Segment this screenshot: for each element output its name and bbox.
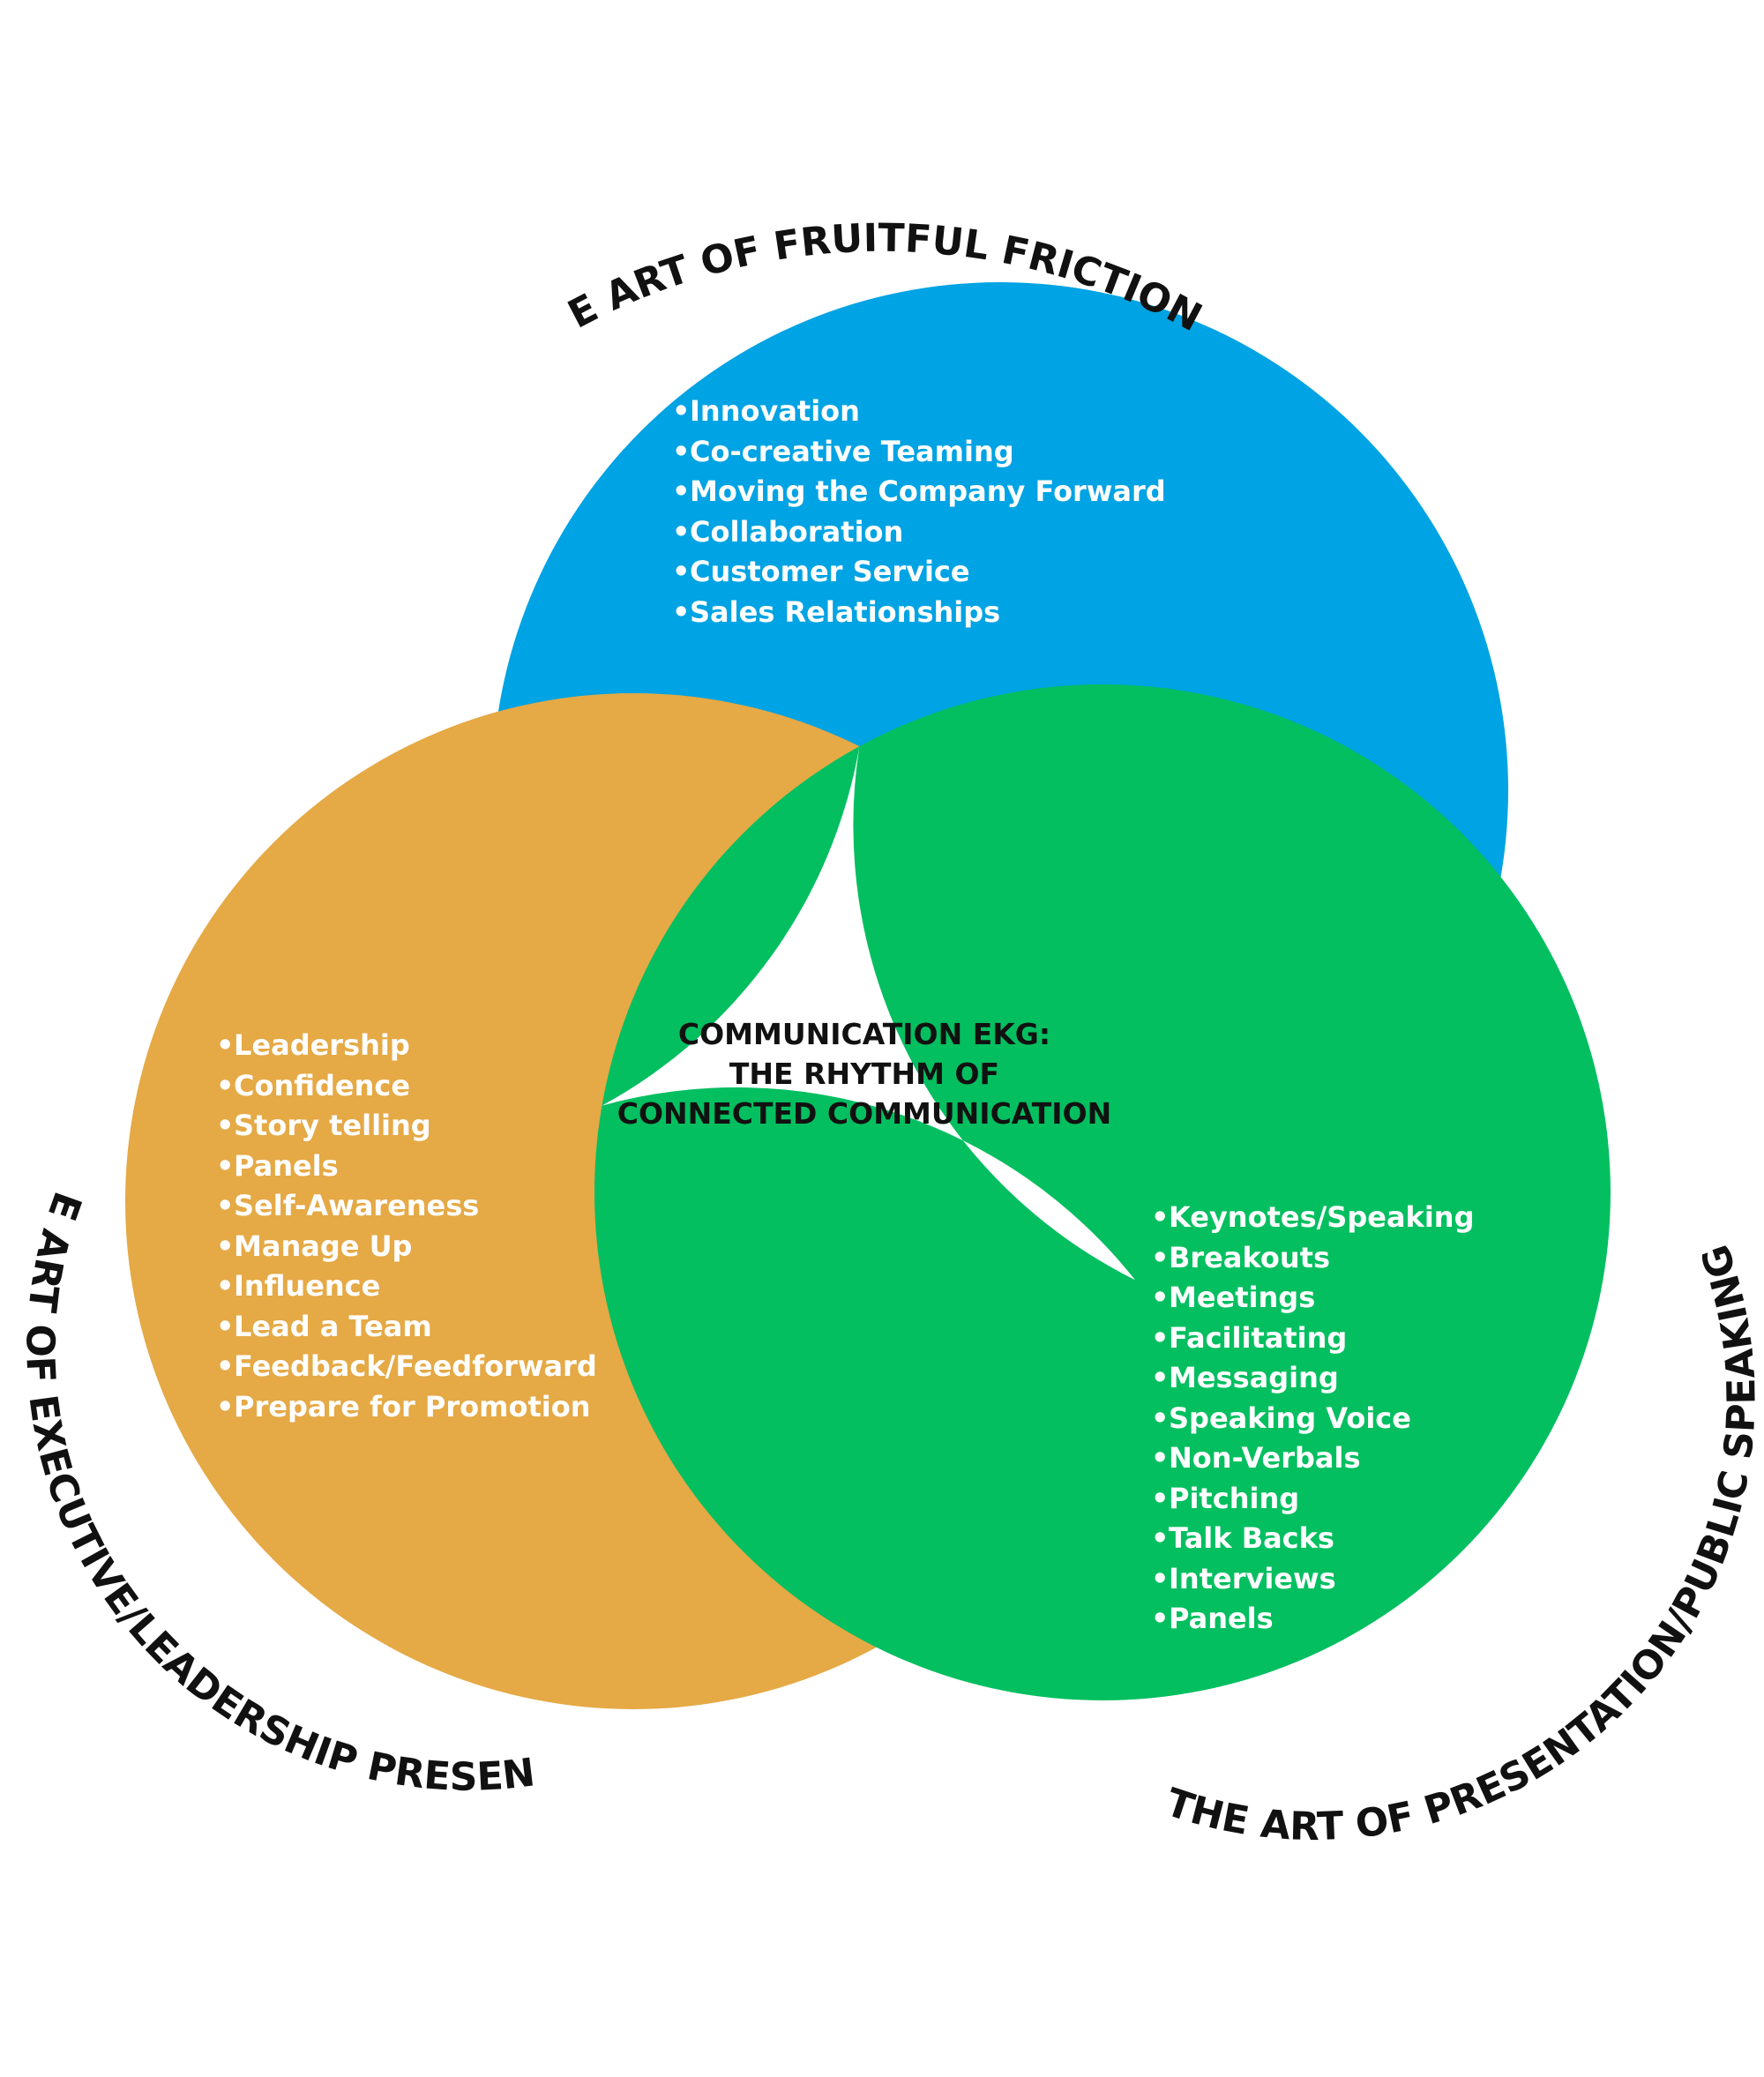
list-item: Speaking Voice <box>1151 1399 1474 1439</box>
center-line-2: THE RHYTHM OF <box>729 1057 1000 1091</box>
list-item: Lead a Team <box>216 1307 597 1348</box>
list-item: Self-Awareness <box>216 1186 597 1227</box>
list-item: Non-Verbals <box>1151 1438 1474 1479</box>
list-item: Keynotes/Speaking <box>1151 1198 1474 1238</box>
list-item: Interviews <box>1151 1559 1474 1600</box>
list-item: Leadership <box>216 1026 597 1066</box>
list-item: Talk Backs <box>1151 1519 1474 1559</box>
center-region <box>602 746 1135 1281</box>
list-item: Panels <box>216 1147 597 1187</box>
list-item: Panels <box>1151 1599 1474 1640</box>
center-label: COMMUNICATION EKG: THE RHYTHM OF CONNECT… <box>564 1014 1164 1133</box>
list-item: Moving the Company Forward <box>672 472 1166 512</box>
list-item: Messaging <box>1151 1358 1474 1399</box>
list-item: Collaboration <box>672 512 1166 553</box>
list-item: Co-creative Teaming <box>672 432 1166 473</box>
list-item: Confidence <box>216 1066 597 1107</box>
list-item: Sales Relationships <box>672 593 1166 633</box>
list-item: Facilitating <box>1151 1319 1474 1359</box>
list-item: Story telling <box>216 1106 597 1147</box>
presentation-list: Keynotes/SpeakingBreakoutsMeetingsFacili… <box>1151 1198 1474 1640</box>
center-line-3: CONNECTED COMMUNICATION <box>617 1096 1112 1131</box>
list-item: Prepare for Promotion <box>216 1387 597 1428</box>
leadership-presence-list: LeadershipConfidenceStory tellingPanelsS… <box>216 1026 597 1427</box>
list-item: Innovation <box>672 392 1166 432</box>
list-item: Pitching <box>1151 1479 1474 1520</box>
list-item: Manage Up <box>216 1227 597 1267</box>
list-item: Influence <box>216 1266 597 1307</box>
list-item: Breakouts <box>1151 1238 1474 1279</box>
list-item: Customer Service <box>672 552 1166 593</box>
list-item: Feedback/Feedforward <box>216 1347 597 1387</box>
fruitful-friction-list: InnovationCo-creative TeamingMoving the … <box>672 392 1166 632</box>
list-item: Meetings <box>1151 1278 1474 1319</box>
center-line-1: COMMUNICATION EKG: <box>677 1017 1051 1051</box>
